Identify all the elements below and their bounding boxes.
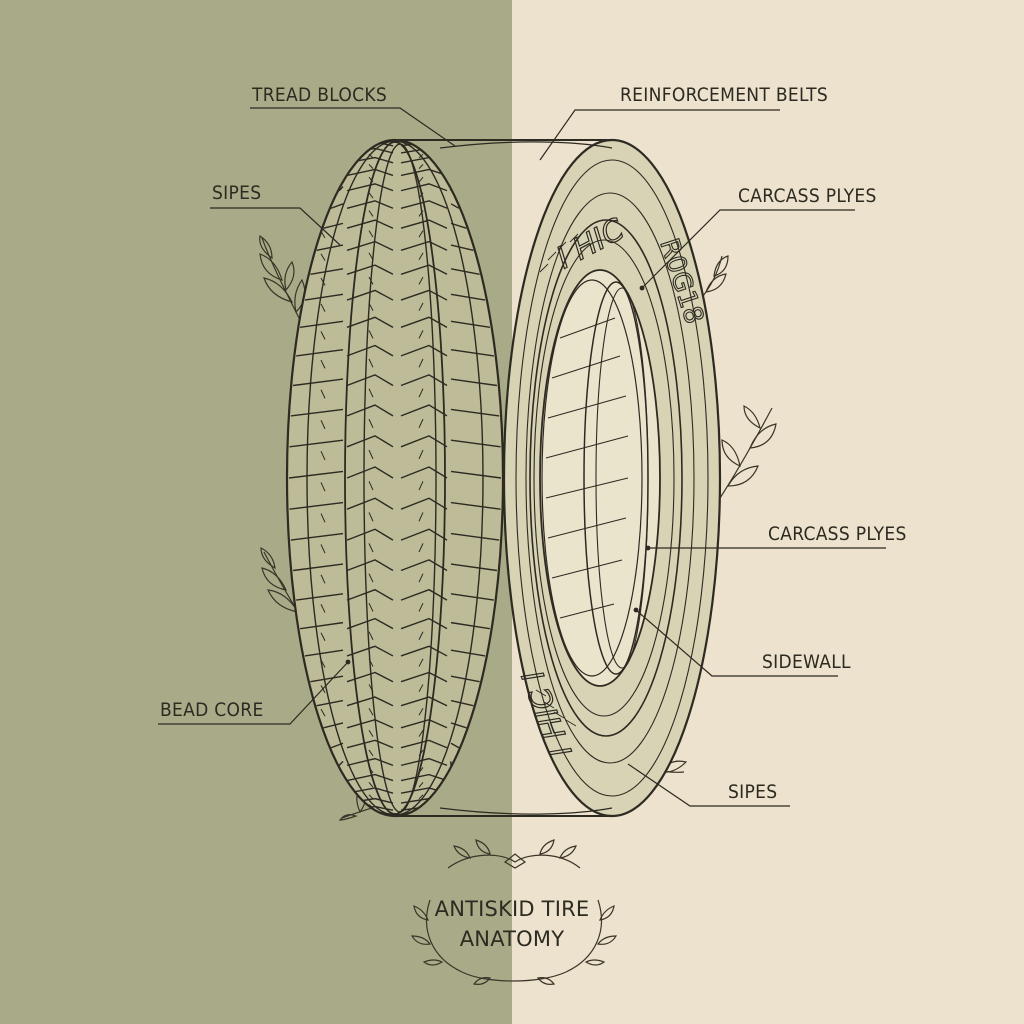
label-sipes-top: SIPES (212, 182, 262, 204)
label-carcass-plyes-top: CARCASS PLYES (738, 185, 877, 207)
label-carcass-plyes-mid: CARCASS PLYES (768, 523, 907, 545)
laurel-wreath-icon (410, 839, 618, 985)
label-reinforcement-belts: REINFORCEMENT BELTS (620, 84, 829, 106)
label-tread-blocks: TREAD BLOCKS (252, 84, 388, 106)
leader-reinforcement-belts (539, 109, 780, 161)
leader-tread-blocks (250, 107, 456, 147)
leaf-sprig-icon (259, 234, 306, 321)
leader-bead-core (158, 661, 349, 725)
leader-sidewall (635, 609, 838, 677)
label-sipes-bottom: SIPES (728, 781, 778, 803)
label-sidewall: SIDEWALL (762, 651, 851, 673)
title-line-1: ANTISKID TIRE (434, 897, 590, 921)
leaf-sprig-icon (699, 255, 729, 301)
title-line-2: ANATOMY (459, 927, 565, 951)
tire-sidewall (502, 138, 722, 818)
label-bead-core: BEAD CORE (160, 699, 264, 721)
tire-tread (285, 138, 505, 818)
leader-lines (158, 107, 886, 807)
leaf-sprig-icon (719, 405, 777, 499)
leader-sipes-top (210, 207, 341, 246)
leader-carcass-plyes-top (641, 209, 855, 289)
leader-sipes-bottom (627, 763, 790, 807)
